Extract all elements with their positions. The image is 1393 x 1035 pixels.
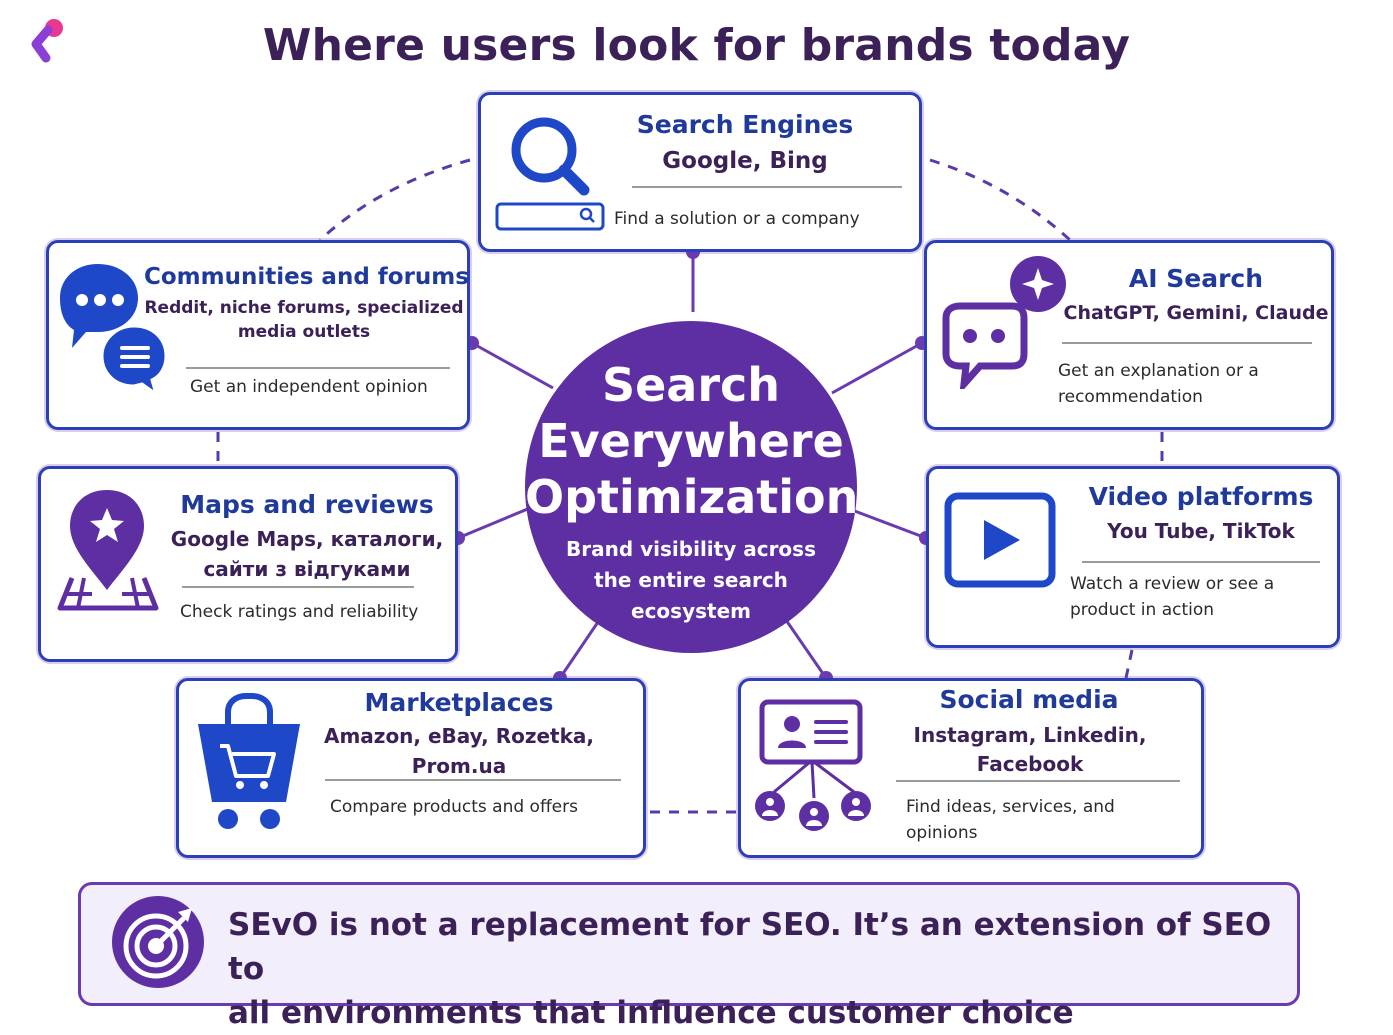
ai-search-title: AI Search — [1128, 264, 1264, 293]
center-subtitle-line2: the entire search — [594, 568, 788, 592]
social-sub-line1: Instagram, Linkedin, — [913, 723, 1147, 747]
social-divider — [896, 780, 1180, 782]
banner-line2: all environments that influence customer… — [228, 995, 1074, 1031]
video-desc-line1: Watch a review or see a — [1070, 574, 1275, 594]
maps-desc: Check ratings and reliability — [180, 602, 419, 622]
maps-divider — [182, 586, 414, 588]
dashed-ring — [216, 158, 1164, 814]
search-engines-sub: Google, Bing — [662, 148, 828, 174]
marketplaces-desc: Compare products and offers — [330, 797, 578, 817]
ai-search-desc-line1: Get an explanation or a — [1058, 361, 1259, 381]
communities-desc: Get an independent opinion — [190, 377, 428, 397]
maps-title: Maps and reviews — [180, 490, 434, 519]
chat-bubbles-icon — [58, 262, 170, 398]
video-divider — [1082, 561, 1320, 563]
spokes — [457, 252, 927, 679]
center-subtitle-line1: Brand visibility across — [566, 537, 816, 561]
social-sub-line2: Facebook — [976, 752, 1084, 776]
ai-search-sub: ChatGPT, Gemini, Claude — [1063, 302, 1329, 324]
center-subtitle-line3: ecosystem — [631, 599, 751, 623]
ai-search-desc-line2: recommendation — [1058, 387, 1203, 407]
social-desc-line2: opinions — [906, 823, 978, 843]
maps-sub-line2: сайти з відгуками — [203, 557, 411, 581]
communities-sub-line2: media outlets — [237, 322, 371, 342]
video-desc-line2: product in action — [1070, 600, 1215, 620]
center-heading-line3: Optimization — [525, 470, 859, 524]
shopping-basket-icon — [194, 692, 304, 832]
center-heading-line2: Everywhere — [538, 414, 844, 468]
marketplaces-title: Marketplaces — [364, 688, 554, 717]
marketplaces-sub-line1: Amazon, eBay, Rozetka, — [323, 724, 595, 748]
play-icon — [944, 492, 1056, 588]
target-icon — [108, 892, 208, 992]
video-title: Video platforms — [1088, 482, 1314, 511]
video-sub: You Tube, TikTok — [1107, 519, 1295, 543]
search-engines-title: Search Engines — [636, 110, 854, 139]
magnifier-icon — [494, 112, 609, 234]
center-circle — [525, 321, 857, 653]
communities-sub-line1: Reddit, niche forums, specialized — [144, 298, 464, 318]
page-title: Where users look for brands today — [262, 20, 1131, 71]
marketplaces-divider — [325, 779, 621, 781]
center-heading-line1: Search — [601, 358, 781, 412]
map-pin-icon — [52, 486, 162, 614]
audience-icon — [750, 698, 878, 834]
communities-divider — [186, 367, 450, 369]
banner-line1: SEvO is not a replacement for SEO. It’s … — [228, 907, 1272, 987]
ai-chat-icon — [940, 254, 1070, 395]
banner-text: SEvO is not a replacement for SEO. It’s … — [228, 903, 1288, 1035]
maps-sub-line1: Google Maps, каталоги, — [170, 527, 444, 551]
sevo-banner — [78, 882, 1300, 1006]
search-engines-desc: Find a solution or a company — [614, 209, 860, 229]
social-title: Social media — [939, 685, 1119, 714]
communities-title: Communities and forums — [144, 264, 469, 290]
marketplaces-sub-line2: Prom.ua — [411, 754, 507, 778]
logo-icon — [30, 16, 70, 66]
social-desc-line1: Find ideas, services, and — [906, 797, 1115, 817]
ai-search-divider — [1062, 342, 1312, 344]
search-engines-divider — [632, 186, 902, 188]
